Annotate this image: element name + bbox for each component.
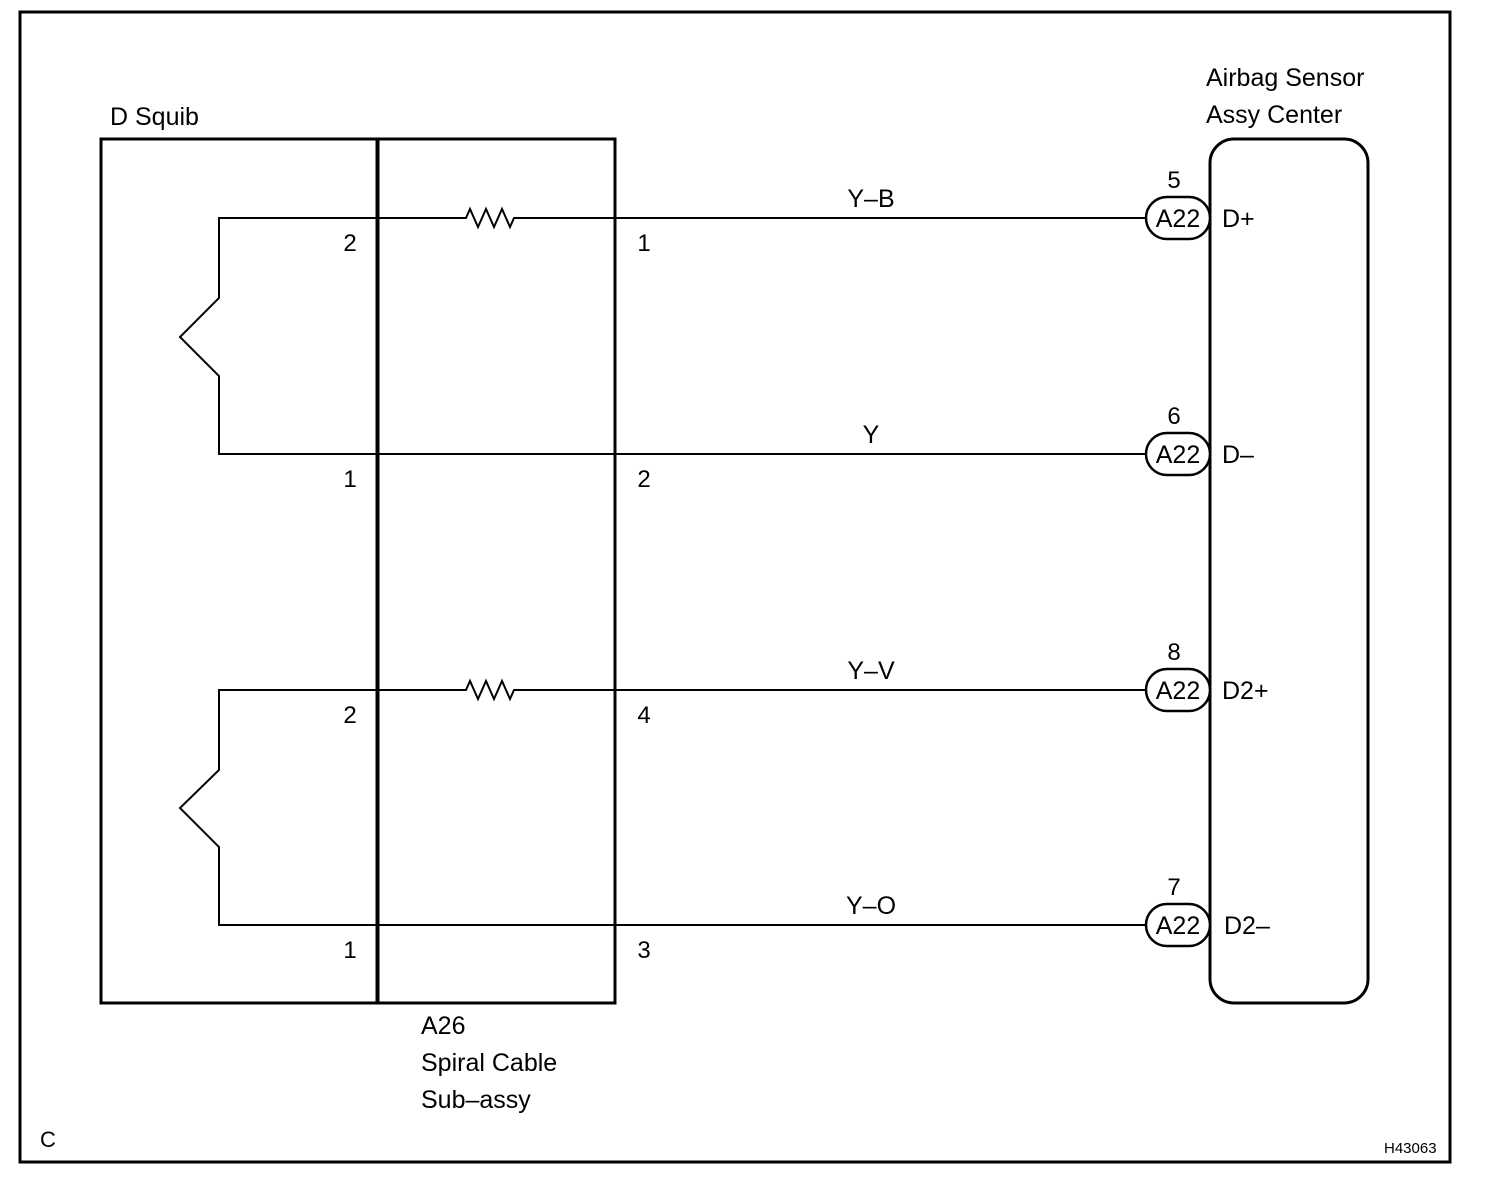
connector-a22-3 <box>1144 667 1212 713</box>
squib-pin-1: 2 <box>343 230 356 257</box>
connector-a22-4 <box>1144 902 1212 948</box>
connector-label-1: A22 <box>1156 205 1200 233</box>
squib-pin-3: 2 <box>343 702 356 729</box>
connector-label-2: A22 <box>1156 441 1200 469</box>
wire-color-4: Y–O <box>846 892 896 920</box>
spiral-pin-3: 4 <box>637 702 650 729</box>
spiral-pin-1: 1 <box>637 230 650 257</box>
squib-pin-4: 1 <box>343 937 356 964</box>
connector-a22-2 <box>1144 431 1212 477</box>
connector-pin-4: 7 <box>1167 874 1180 901</box>
spiral-pin-2: 2 <box>637 466 650 493</box>
sensor-title-line2: Assy Center <box>1206 101 1342 129</box>
terminal-3: D2+ <box>1222 677 1269 705</box>
terminal-2: D– <box>1222 441 1254 469</box>
corner-letter: C <box>40 1127 56 1152</box>
connector-pin-1: 5 <box>1167 167 1180 194</box>
resistor-1 <box>377 206 615 230</box>
figure-code: H43063 <box>1384 1140 1437 1157</box>
airbag-sensor-block <box>1208 137 1370 1005</box>
sensor-title-line1: Airbag Sensor <box>1206 64 1364 92</box>
spiral-label-line3: Sub–assy <box>421 1086 531 1114</box>
squib-title: D Squib <box>110 103 199 131</box>
connector-pin-3: 8 <box>1167 639 1180 666</box>
spiral-pin-4: 3 <box>637 937 650 964</box>
connector-label-3: A22 <box>1156 677 1200 705</box>
wire-color-1: Y–B <box>847 185 894 213</box>
wire-color-2: Y <box>863 421 880 449</box>
squib-element-2 <box>178 689 377 926</box>
connector-pin-2: 6 <box>1167 403 1180 430</box>
spiral-label-line2: Spiral Cable <box>421 1049 557 1077</box>
spiral-label-line1: A26 <box>421 1012 465 1040</box>
wire-color-3: Y–V <box>847 657 895 685</box>
resistor-3 <box>377 678 615 702</box>
squib-pin-2: 1 <box>343 466 356 493</box>
connector-a22-1 <box>1144 195 1212 241</box>
spiral-cable-block <box>375 137 617 1005</box>
squib-block <box>99 137 380 1005</box>
connector-label-4: A22 <box>1156 912 1200 940</box>
diagram-frame <box>18 10 1452 1164</box>
squib-element-1 <box>178 217 377 455</box>
terminal-4: D2– <box>1224 912 1270 940</box>
terminal-1: D+ <box>1222 205 1255 233</box>
